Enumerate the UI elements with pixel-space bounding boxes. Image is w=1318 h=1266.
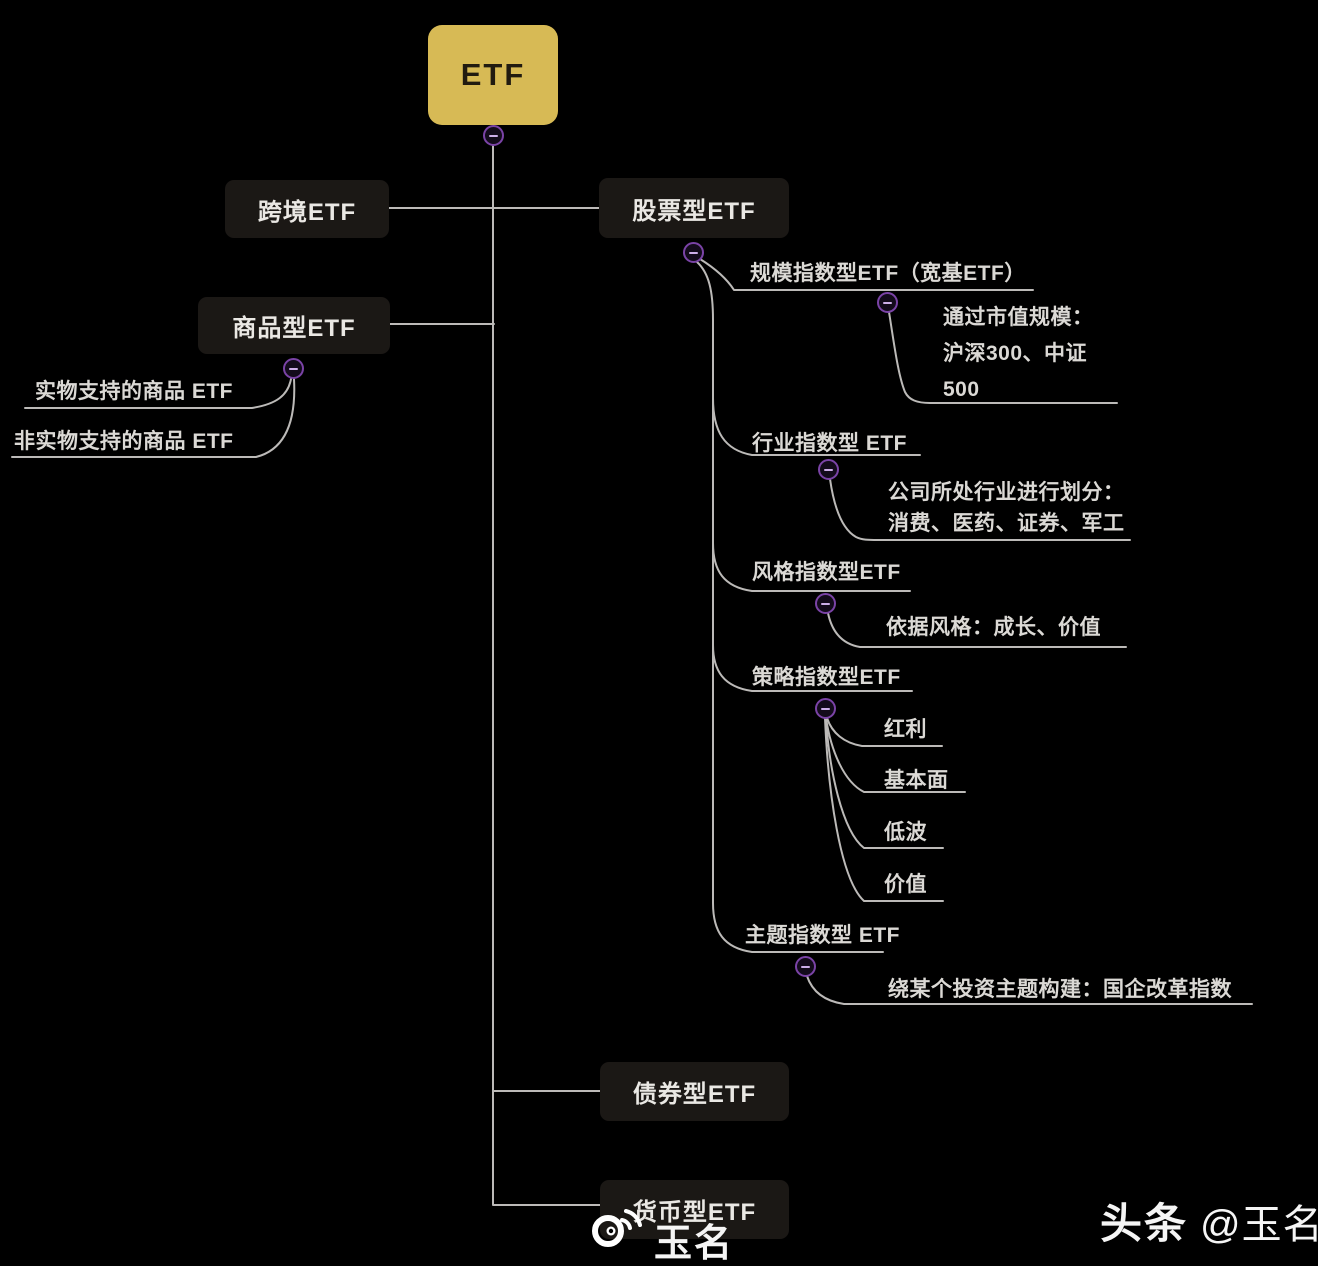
collapse-button-stock[interactable] (683, 242, 704, 263)
collapse-button-commodity[interactable] (283, 358, 304, 379)
minus-icon (289, 367, 298, 370)
watermark-weibo-name: 玉名 (654, 1223, 735, 1265)
node-bond-etf[interactable]: 债券型ETF (600, 1062, 789, 1121)
connector-strategy-fundamental (825, 717, 966, 793)
collapse-button-style[interactable] (815, 593, 836, 614)
minus-icon (824, 468, 833, 471)
node-strategy-lowvol[interactable]: 低波 (884, 821, 927, 844)
connector-scale-note (888, 311, 1118, 404)
watermark-weibo: 玉名 (588, 1198, 734, 1266)
node-strategy-dividend[interactable]: 红利 (884, 718, 927, 741)
watermark-toutiao-handle: @玉名 (1200, 1203, 1318, 1247)
node-stock-etf[interactable]: 股票型ETF (599, 178, 789, 238)
node-scale-index-etf[interactable]: 规模指数型ETF（宽基ETF） (750, 262, 1026, 285)
collapse-button-strategy[interactable] (815, 698, 836, 719)
node-theme-index-etf[interactable]: 主题指数型 ETF (745, 924, 900, 947)
node-etf-root[interactable]: ETF (428, 25, 558, 125)
node-strategy-value[interactable]: 价值 (884, 873, 927, 896)
node-industry-index-etf[interactable]: 行业指数型 ETF (752, 432, 907, 455)
node-money-etf[interactable]: 货币型ETF (600, 1180, 789, 1239)
connector-strategy-lowvol (825, 717, 944, 849)
minus-icon (689, 251, 698, 254)
node-nonphysical-commodity-etf[interactable]: 非实物支持的商品 ETF (14, 430, 234, 453)
node-strategy-index-etf[interactable]: 策略指数型ETF (752, 666, 901, 689)
connector-stock-strategy (712, 644, 913, 692)
collapse-button-scale[interactable] (877, 292, 898, 313)
connector-style-note (827, 612, 1127, 648)
watermark-toutiao: 头条 @玉名 (1100, 1190, 1318, 1251)
node-cross-border-etf[interactable]: 跨境ETF (225, 180, 389, 238)
note-style-index[interactable]: 依据风格：成长、价值 (886, 616, 1101, 639)
connector-commodity-child-nonphysical (11, 378, 296, 458)
watermark-toutiao-brand: 头条 (1100, 1200, 1189, 1247)
connector-stock-theme (696, 261, 884, 953)
connector-commodity-child-physical (24, 378, 292, 409)
connector-trunk (492, 145, 601, 1206)
connector-industry-note (829, 478, 1131, 541)
connector-strategy-dividend (826, 717, 943, 747)
collapse-button-root[interactable] (483, 125, 504, 146)
note-industry-index[interactable]: 公司所处行业进行划分： 消费、医药、证券、军工 (888, 481, 1125, 535)
connector-strategy-value (824, 717, 944, 902)
node-style-index-etf[interactable]: 风格指数型ETF (752, 561, 901, 584)
minus-icon (489, 134, 498, 137)
node-commodity-etf[interactable]: 商品型ETF (198, 297, 390, 354)
minus-icon (801, 965, 810, 968)
weibo-icon (592, 1209, 642, 1247)
minus-icon (821, 602, 830, 605)
node-strategy-fundamental[interactable]: 基本面 (884, 769, 949, 792)
minus-icon (821, 707, 830, 710)
connector-stock-industry (712, 397, 921, 456)
node-physical-commodity-etf[interactable]: 实物支持的商品 ETF (35, 380, 233, 403)
note-scale-index[interactable]: 通过市值规模： 沪深300、中证 500 (943, 306, 1094, 401)
minus-icon (883, 301, 892, 304)
collapse-button-industry[interactable] (818, 459, 839, 480)
connector-theme-note (806, 975, 1253, 1005)
note-theme-index[interactable]: 绕某个投资主题构建：国企改革指数 (888, 978, 1232, 1001)
connector-stock-style (712, 542, 911, 592)
connector-stock-scale (699, 258, 1034, 291)
collapse-button-theme[interactable] (795, 956, 816, 977)
